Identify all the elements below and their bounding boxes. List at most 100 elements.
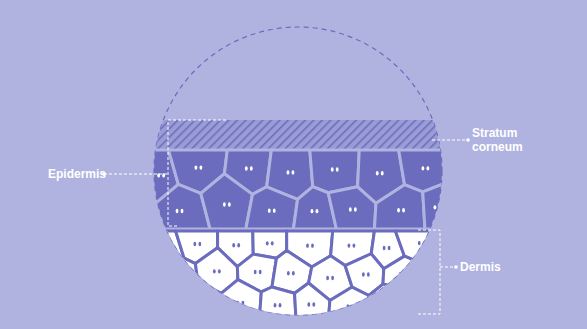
cell-nucleus [425,302,428,306]
layer-label: Stratum corneum [472,126,534,154]
epidermis-cells [150,150,450,229]
cell-nucleus [178,275,181,279]
skin-cross-section [150,120,450,320]
cell-nucleus [279,303,282,307]
leader-dot [454,265,458,269]
leader-lines [104,120,468,314]
cell-nucleus [245,166,248,170]
cell-nucleus [316,209,319,213]
cell-nucleus [266,241,269,245]
cell-nucleus [213,269,216,273]
skin-cell [419,240,450,296]
cell-nucleus [331,276,334,280]
cell-nucleus [336,167,339,171]
cell-nucleus [194,165,197,169]
cell-nucleus [193,242,196,246]
cell-nucleus [391,302,394,306]
cell-nucleus [268,208,271,212]
cell-nucleus [402,208,405,212]
cell-nucleus [259,270,262,274]
dermis-cells [150,231,450,320]
cell-nucleus [434,205,437,209]
skin-cell [259,287,296,320]
cell-nucleus [426,166,429,170]
cell-nucleus [439,205,442,209]
cell-nucleus [237,243,240,247]
cell-nucleus [274,303,277,307]
magnifier-outline [154,27,442,315]
cell-nucleus [218,269,221,273]
cell-nucleus [181,209,184,213]
stratum-corneum-band [150,120,450,150]
cell-nucleus [311,209,314,213]
cell-nucleus [404,272,407,276]
cell-nucleus [223,202,226,206]
cell-nucleus [250,166,253,170]
cell-nucleus [388,246,391,250]
cell-nucleus [236,301,239,305]
skin-cell [219,280,261,320]
cell-nucleus [354,207,357,211]
layer-label: Epidermis [48,167,108,181]
skin-cell [201,174,253,229]
skin-cell [374,185,424,229]
cell-nucleus [346,304,349,308]
cell-nucleus [241,301,244,305]
cell-nucleus [160,248,163,252]
cell-nucleus [326,276,329,280]
cell-nucleus [351,304,354,308]
skin-cell [369,284,411,320]
cell-nucleus [362,272,365,276]
cell-nucleus [381,171,384,175]
cell-nucleus [164,301,167,305]
skin-cell [150,258,198,298]
cell-nucleus [176,209,179,213]
skin-cell [328,187,376,229]
cell-nucleus [198,242,201,246]
cell-nucleus [399,272,402,276]
skin-cell [150,184,210,229]
cell-nucleus [228,202,231,206]
cell-nucleus [348,243,351,247]
cell-nucleus [201,302,204,306]
skin-cell [295,283,330,320]
cell-nucleus [376,171,379,175]
leader-dot [466,138,470,142]
cell-nucleus [349,207,352,211]
cell-nucleus [383,246,386,250]
cell-nucleus [271,241,274,245]
leader-line [440,267,456,268]
cell-nucleus [397,208,400,212]
skin-cell [150,277,179,320]
bracket [168,120,226,226]
cell-nucleus [287,170,290,174]
cell-nucleus [306,243,309,247]
skin-cell [310,150,359,193]
cell-nucleus [386,302,389,306]
skin-cell [423,181,450,229]
cell-nucleus [418,241,421,245]
cell-nucleus [423,241,426,245]
cell-nucleus [311,243,314,247]
cell-nucleus [367,272,370,276]
cell-nucleus [307,302,310,306]
cell-nucleus [331,167,334,171]
cell-nucleus [430,302,433,306]
cell-nucleus [287,271,290,275]
cell-nucleus [196,302,199,306]
leader-line [432,140,468,141]
layer-label: Dermis [460,260,520,274]
cell-nucleus [232,243,235,247]
skin-cell [177,282,221,320]
cell-nucleus [159,301,162,305]
cell-nucleus [199,165,202,169]
cell-nucleus [312,302,315,306]
skin-cell [383,256,420,291]
bracket [418,230,440,314]
skin-cell [328,287,371,320]
cell-nucleus [254,270,257,274]
leader-line [104,174,168,175]
cell-nucleus [292,170,295,174]
